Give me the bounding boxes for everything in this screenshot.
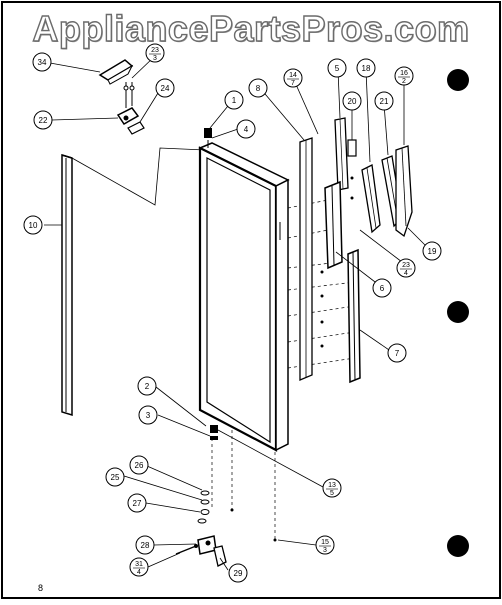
svg-text:25: 25 (111, 473, 120, 482)
callout-25: 25 (105, 467, 125, 487)
part-18-bracket (361, 164, 381, 234)
bottom-hinge-bracket (213, 545, 227, 567)
svg-text:3: 3 (323, 547, 327, 554)
callout-2: 2 (137, 376, 157, 396)
svg-text:13: 13 (328, 482, 336, 489)
part-20-clip (347, 139, 357, 157)
assembly-lines (211, 197, 356, 540)
binder-hole-top (447, 69, 469, 91)
svg-text:5: 5 (335, 64, 340, 73)
svg-text:16: 16 (400, 70, 408, 77)
callout-16-2: 16 2 (394, 66, 414, 86)
watermark: AppliancePartsPros.com (32, 7, 470, 49)
callout-18: 18 (356, 58, 376, 78)
callout-31-4: 31 4 (129, 557, 149, 577)
hinge-shim (127, 121, 145, 135)
hinge-bushing (204, 128, 212, 138)
binder-hole-middle (447, 301, 469, 323)
svg-text:3: 3 (146, 411, 151, 420)
part-19-bracket (395, 145, 413, 238)
svg-text:7: 7 (395, 349, 400, 358)
callout-28: 28 (135, 535, 155, 555)
door-gasket (61, 153, 73, 417)
bottom-hinge-washers (197, 490, 210, 524)
callout-22: 22 (33, 110, 53, 130)
callout-4: 4 (236, 119, 256, 139)
bottom-hinge (197, 535, 217, 555)
callout-21: 21 (374, 91, 394, 111)
callout-8: 8 (248, 78, 268, 98)
svg-text:4: 4 (244, 125, 249, 134)
callout-20: 20 (342, 91, 362, 111)
door-panel (198, 142, 290, 452)
callout-29: 29 (228, 563, 248, 583)
callout-26: 26 (129, 455, 149, 475)
callout-3: 3 (138, 405, 158, 425)
top-hinge (116, 107, 140, 125)
svg-text:15: 15 (321, 539, 329, 546)
retainer-bar (334, 117, 349, 191)
svg-text:8: 8 (256, 84, 261, 93)
svg-text:5: 5 (330, 490, 334, 497)
screw-dots (230, 176, 354, 542)
svg-text:28: 28 (141, 541, 150, 550)
callout-13-5: 13 5 (322, 478, 342, 498)
callout-23-4: 23 4 (396, 258, 416, 278)
svg-text:6: 6 (380, 284, 385, 293)
hinge-screws (123, 82, 135, 108)
svg-text:2: 2 (145, 382, 150, 391)
svg-text:29: 29 (234, 569, 243, 578)
svg-text:2: 2 (402, 78, 406, 85)
callout-19: 19 (422, 241, 442, 261)
svg-text:10: 10 (29, 221, 38, 230)
callout-1: 1 (224, 90, 244, 110)
callout-24: 24 (155, 78, 175, 98)
callout-15-3: 15 3 (315, 535, 335, 555)
svg-text:18: 18 (362, 64, 371, 73)
svg-text:34: 34 (38, 58, 47, 67)
svg-text:4: 4 (404, 270, 408, 277)
svg-text:20: 20 (348, 97, 357, 106)
callout-6: 6 (372, 278, 392, 298)
shelf-panel (324, 180, 343, 270)
binder-hole-bottom (447, 535, 469, 557)
svg-text:31: 31 (135, 561, 143, 568)
callout-14-7: 14 7 (283, 68, 303, 88)
svg-text:26: 26 (135, 461, 144, 470)
svg-text:23: 23 (151, 47, 159, 54)
svg-text:1: 1 (232, 96, 237, 105)
lower-panel (347, 248, 361, 384)
callout-5: 5 (327, 58, 347, 78)
gasket-leader (71, 147, 206, 206)
svg-text:22: 22 (39, 116, 48, 125)
svg-text:27: 27 (133, 499, 142, 508)
svg-text:24: 24 (161, 84, 170, 93)
svg-text:4: 4 (137, 569, 141, 576)
top-hinge-cover (98, 59, 134, 85)
svg-text:7: 7 (291, 80, 295, 87)
svg-text:3: 3 (153, 55, 157, 62)
door-shelf-rails (299, 137, 313, 381)
callout-27: 27 (127, 493, 147, 513)
callout-34: 34 (32, 52, 52, 72)
page-code: 8 (38, 583, 44, 593)
svg-text:21: 21 (380, 97, 389, 106)
svg-text:23: 23 (402, 262, 410, 269)
bottom-hinge-pin-parts (210, 425, 218, 440)
callout-23-3-top: 23 3 (145, 43, 165, 63)
leader-lines (44, 55, 431, 571)
callout-7: 7 (387, 343, 407, 363)
svg-text:14: 14 (289, 72, 297, 79)
callout-10: 10 (23, 215, 43, 235)
svg-text:19: 19 (428, 247, 437, 256)
bottom-screw (175, 544, 198, 555)
